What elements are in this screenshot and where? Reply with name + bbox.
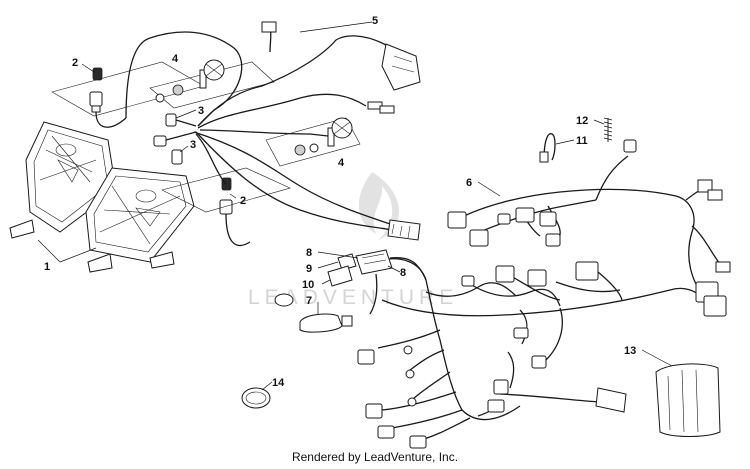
hose-clamp[interactable] (241, 387, 271, 409)
svg-text:4: 4 (338, 157, 345, 169)
svg-text:1: 1 (44, 261, 50, 273)
socket-upper[interactable] (165, 113, 197, 127)
callout-3-lower: 3 (179, 139, 196, 153)
callout-2-upper: 2 (72, 57, 95, 73)
relay-10[interactable] (327, 265, 353, 287)
callout-1: 1 (37, 239, 97, 273)
callout-4-lower: 4 (338, 157, 345, 169)
svg-text:6: 6 (466, 177, 472, 189)
svg-text:14: 14 (272, 377, 285, 389)
svg-text:2: 2 (240, 195, 246, 207)
svg-text:9: 9 (306, 263, 312, 275)
callout-13: 13 (624, 345, 673, 367)
svg-text:11: 11 (576, 135, 588, 147)
headlight-assembly[interactable] (9, 121, 195, 273)
callout-11: 11 (555, 135, 588, 147)
wire-clip[interactable] (539, 133, 556, 163)
callout-9: 9 (306, 261, 339, 275)
svg-text:2: 2 (72, 57, 78, 69)
callout-2-lower: 2 (229, 193, 246, 207)
watermark-flame-icon (358, 172, 399, 240)
bulb-lower[interactable] (294, 117, 353, 156)
render-credit: Rendered by LeadVenture, Inc. (291, 450, 459, 464)
callout-8-right: 8 (387, 265, 406, 279)
connector-7[interactable] (299, 313, 353, 333)
callout-8-left: 8 (306, 247, 359, 259)
watermark-text: LEADVENTURE (248, 286, 458, 309)
headlight-harness[interactable] (125, 21, 421, 241)
svg-text:3: 3 (190, 139, 196, 151)
clamp-ring[interactable] (274, 293, 294, 307)
bulb-socket-lower[interactable] (219, 177, 251, 247)
spring[interactable] (603, 117, 613, 142)
bulb-upper[interactable] (155, 59, 225, 103)
relay-9[interactable] (337, 253, 357, 271)
svg-text:5: 5 (372, 15, 378, 27)
callout-6: 6 (466, 177, 501, 197)
svg-text:7: 7 (306, 295, 312, 307)
callout-10: 10 (302, 279, 331, 291)
callout-7: 7 (306, 295, 319, 314)
svg-text:10: 10 (302, 279, 314, 291)
callout-4-upper: 4 (172, 53, 179, 65)
svg-text:8: 8 (306, 247, 312, 259)
socket-lower[interactable] (153, 131, 197, 165)
svg-text:12: 12 (576, 115, 588, 127)
svg-text:8: 8 (400, 267, 406, 279)
main-wiring-harness[interactable] (357, 139, 731, 449)
callout-5: 5 (299, 15, 378, 33)
bulb-socket-upper[interactable] (89, 67, 127, 128)
callout-14: 14 (261, 377, 285, 391)
callout-12: 12 (576, 115, 605, 127)
svg-text:3: 3 (198, 105, 204, 117)
svg-text:4: 4 (172, 53, 179, 65)
protective-sleeve[interactable] (655, 363, 721, 437)
svg-text:13: 13 (624, 345, 636, 357)
callout-3-upper: 3 (175, 105, 204, 119)
watermark: LEADVENTURE (248, 172, 458, 309)
